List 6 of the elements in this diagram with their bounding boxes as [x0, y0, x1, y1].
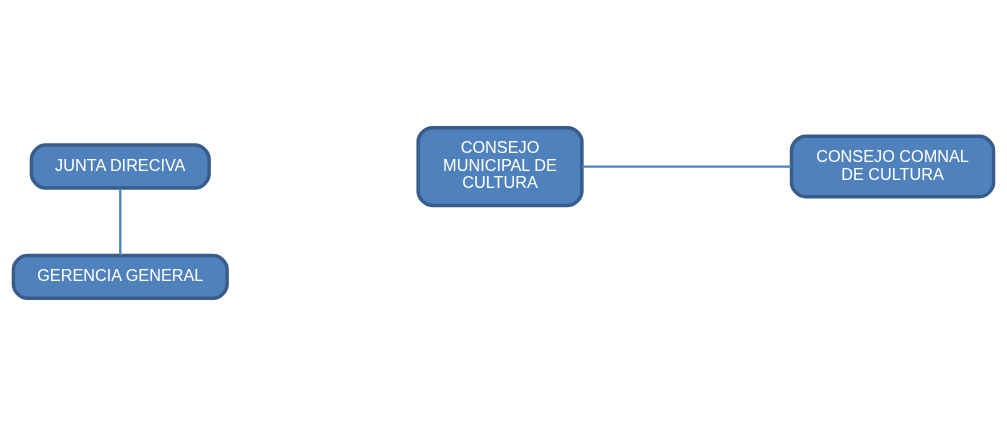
- node-box: GERENCIA GENERAL: [11, 253, 229, 300]
- connector: [119, 188, 122, 255]
- node-box: CONSEJO MUNICIPAL DE CULTURA: [416, 125, 584, 207]
- connector: [582, 164, 792, 168]
- node-box: CONSEJO COMNAL DE CULTURA: [789, 134, 996, 198]
- node-box: JUNTA DIRECIVA: [29, 142, 211, 190]
